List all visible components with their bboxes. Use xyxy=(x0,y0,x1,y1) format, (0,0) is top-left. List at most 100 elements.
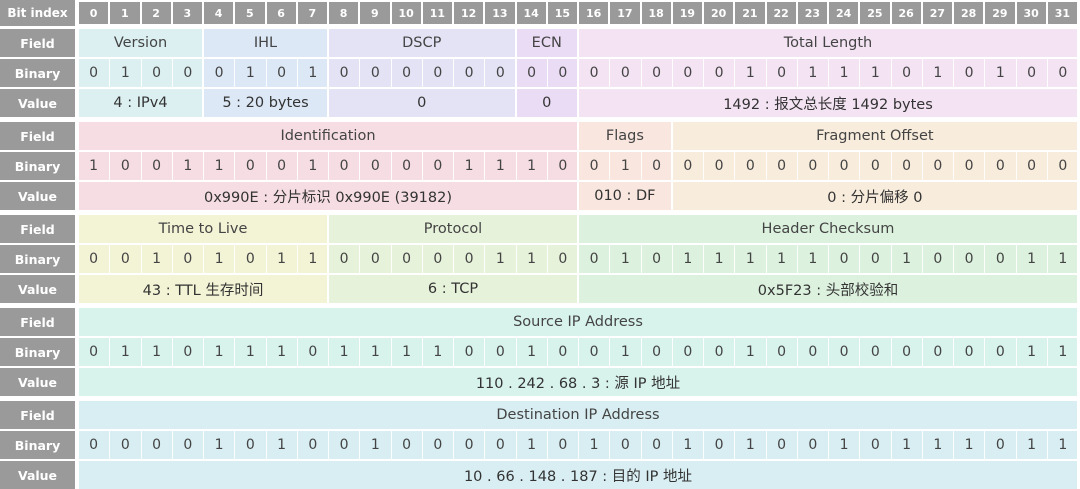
bit-index-number: 5 xyxy=(235,2,265,24)
binary-bit: 0 xyxy=(796,431,828,459)
binary-bit: 0 xyxy=(859,152,890,180)
binary-bit: 0 xyxy=(734,152,765,180)
binary-bit: 0 xyxy=(359,245,390,273)
value-row-label: Value xyxy=(0,461,75,489)
binary-bit: 0 xyxy=(484,431,515,459)
binary-bit: 0 xyxy=(671,152,703,180)
value-row-label: Value xyxy=(0,182,75,210)
binary-bit: 1 xyxy=(921,59,953,87)
binary-bit: 0 xyxy=(328,431,359,459)
binary-bit: 0 xyxy=(1015,152,1047,180)
binary-segment-flags xyxy=(579,152,671,180)
bit-index-number: 3 xyxy=(172,2,202,24)
field-name-fragment_offset: Fragment Offset xyxy=(672,122,1077,150)
binary-bit: 0 xyxy=(828,338,859,366)
binary-bit: 1 xyxy=(1046,431,1078,459)
binary-bit: 0 xyxy=(953,59,984,87)
binary-bit: 1 xyxy=(203,152,234,180)
bit-index-number: 12 xyxy=(454,2,484,24)
binary-bit: 0 xyxy=(859,431,890,459)
binary-bit: 1 xyxy=(515,431,547,459)
field-name-total_length: Total Length xyxy=(579,29,1077,57)
bit-index-number: 13 xyxy=(485,2,515,24)
field-row-label: Field xyxy=(0,122,75,150)
binary-bit: 0 xyxy=(1015,59,1047,87)
binary-bit: 0 xyxy=(89,344,99,360)
bit-index-number: 4 xyxy=(204,2,234,24)
binary-bit: 0 xyxy=(328,245,359,273)
binary-bit: 0 xyxy=(453,338,484,366)
bit-index-number: 2 xyxy=(141,2,171,24)
field-name-protocol: Protocol xyxy=(329,215,577,243)
binary-bit: 1 xyxy=(296,245,328,273)
binary-bit: 0 xyxy=(89,251,99,267)
binary-bit: 0 xyxy=(140,431,172,459)
binary-bit: 1 xyxy=(109,338,140,366)
value-version: 4 : IPv4 xyxy=(79,89,202,117)
value-fragment_offset: 0 : 分片偏移 0 xyxy=(672,182,1077,210)
bit-index-number: 0 xyxy=(79,2,109,24)
binary-bit: 0 xyxy=(359,59,390,87)
field-name-flags: Flags xyxy=(579,122,671,150)
binary-bit: 0 xyxy=(890,338,922,366)
bit-index-number: 19 xyxy=(672,2,702,24)
bit-index-number: 23 xyxy=(797,2,827,24)
binary-bit: 0 xyxy=(828,152,859,180)
binary-bit: 0 xyxy=(546,59,578,87)
binary-bit: 0 xyxy=(109,431,140,459)
bit-index-number: 27 xyxy=(922,2,952,24)
binary-bit: 1 xyxy=(921,431,953,459)
binary-bit: 0 xyxy=(1046,152,1078,180)
binary-bit: 0 xyxy=(578,245,609,273)
binary-row-label: Binary xyxy=(0,245,75,273)
binary-bit: 1 xyxy=(609,245,640,273)
binary-bit: 0 xyxy=(1046,59,1078,87)
binary-bit: 0 xyxy=(296,431,328,459)
binary-bit: 0 xyxy=(984,338,1015,366)
binary-bit: 0 xyxy=(984,245,1015,273)
field-name-dscp: DSCP xyxy=(329,29,515,57)
bit-index-number: 28 xyxy=(954,2,984,24)
binary-bit: 0 xyxy=(484,338,515,366)
field-row-label: Field xyxy=(0,308,75,336)
binary-bit: 0 xyxy=(640,152,672,180)
binary-row-label: Binary xyxy=(0,59,75,87)
binary-bit: 0 xyxy=(109,245,140,273)
binary-bit: 0 xyxy=(546,152,578,180)
bit-index-number: 22 xyxy=(766,2,796,24)
binary-bit: 0 xyxy=(640,338,672,366)
binary-bit: 0 xyxy=(421,59,453,87)
binary-bit: 0 xyxy=(640,431,672,459)
bit-index-header: Bit index xyxy=(0,0,75,26)
binary-bit: 0 xyxy=(265,152,297,180)
binary-bit: 0 xyxy=(578,152,609,180)
binary-bit: 0 xyxy=(953,338,984,366)
binary-bit: 0 xyxy=(796,152,828,180)
binary-bit: 0 xyxy=(390,59,422,87)
binary-bit: 1 xyxy=(984,59,1015,87)
binary-bit: 0 xyxy=(234,245,265,273)
bit-index-number: 15 xyxy=(547,2,577,24)
binary-bit: 0 xyxy=(546,338,578,366)
binary-bit: 1 xyxy=(734,59,765,87)
binary-bit: 0 xyxy=(171,59,203,87)
bit-index-number: 21 xyxy=(735,2,765,24)
binary-bit: 1 xyxy=(515,338,547,366)
binary-bit: 1 xyxy=(828,59,859,87)
binary-bit: 0 xyxy=(453,431,484,459)
binary-bit: 1 xyxy=(671,431,703,459)
binary-bit: 1 xyxy=(265,245,297,273)
binary-bit: 1 xyxy=(796,245,828,273)
binary-bit: 0 xyxy=(828,245,859,273)
binary-bit: 1 xyxy=(1015,338,1047,366)
value-dscp: 0 xyxy=(329,89,515,117)
bit-index-number: 6 xyxy=(266,2,296,24)
binary-bit: 0 xyxy=(984,152,1015,180)
binary-bit: 1 xyxy=(296,59,328,87)
binary-bit: 1 xyxy=(484,245,515,273)
binary-bit: 0 xyxy=(296,338,328,366)
bit-index-number: 20 xyxy=(704,2,734,24)
bit-index-number: 30 xyxy=(1016,2,1046,24)
binary-bit: 1 xyxy=(671,245,703,273)
